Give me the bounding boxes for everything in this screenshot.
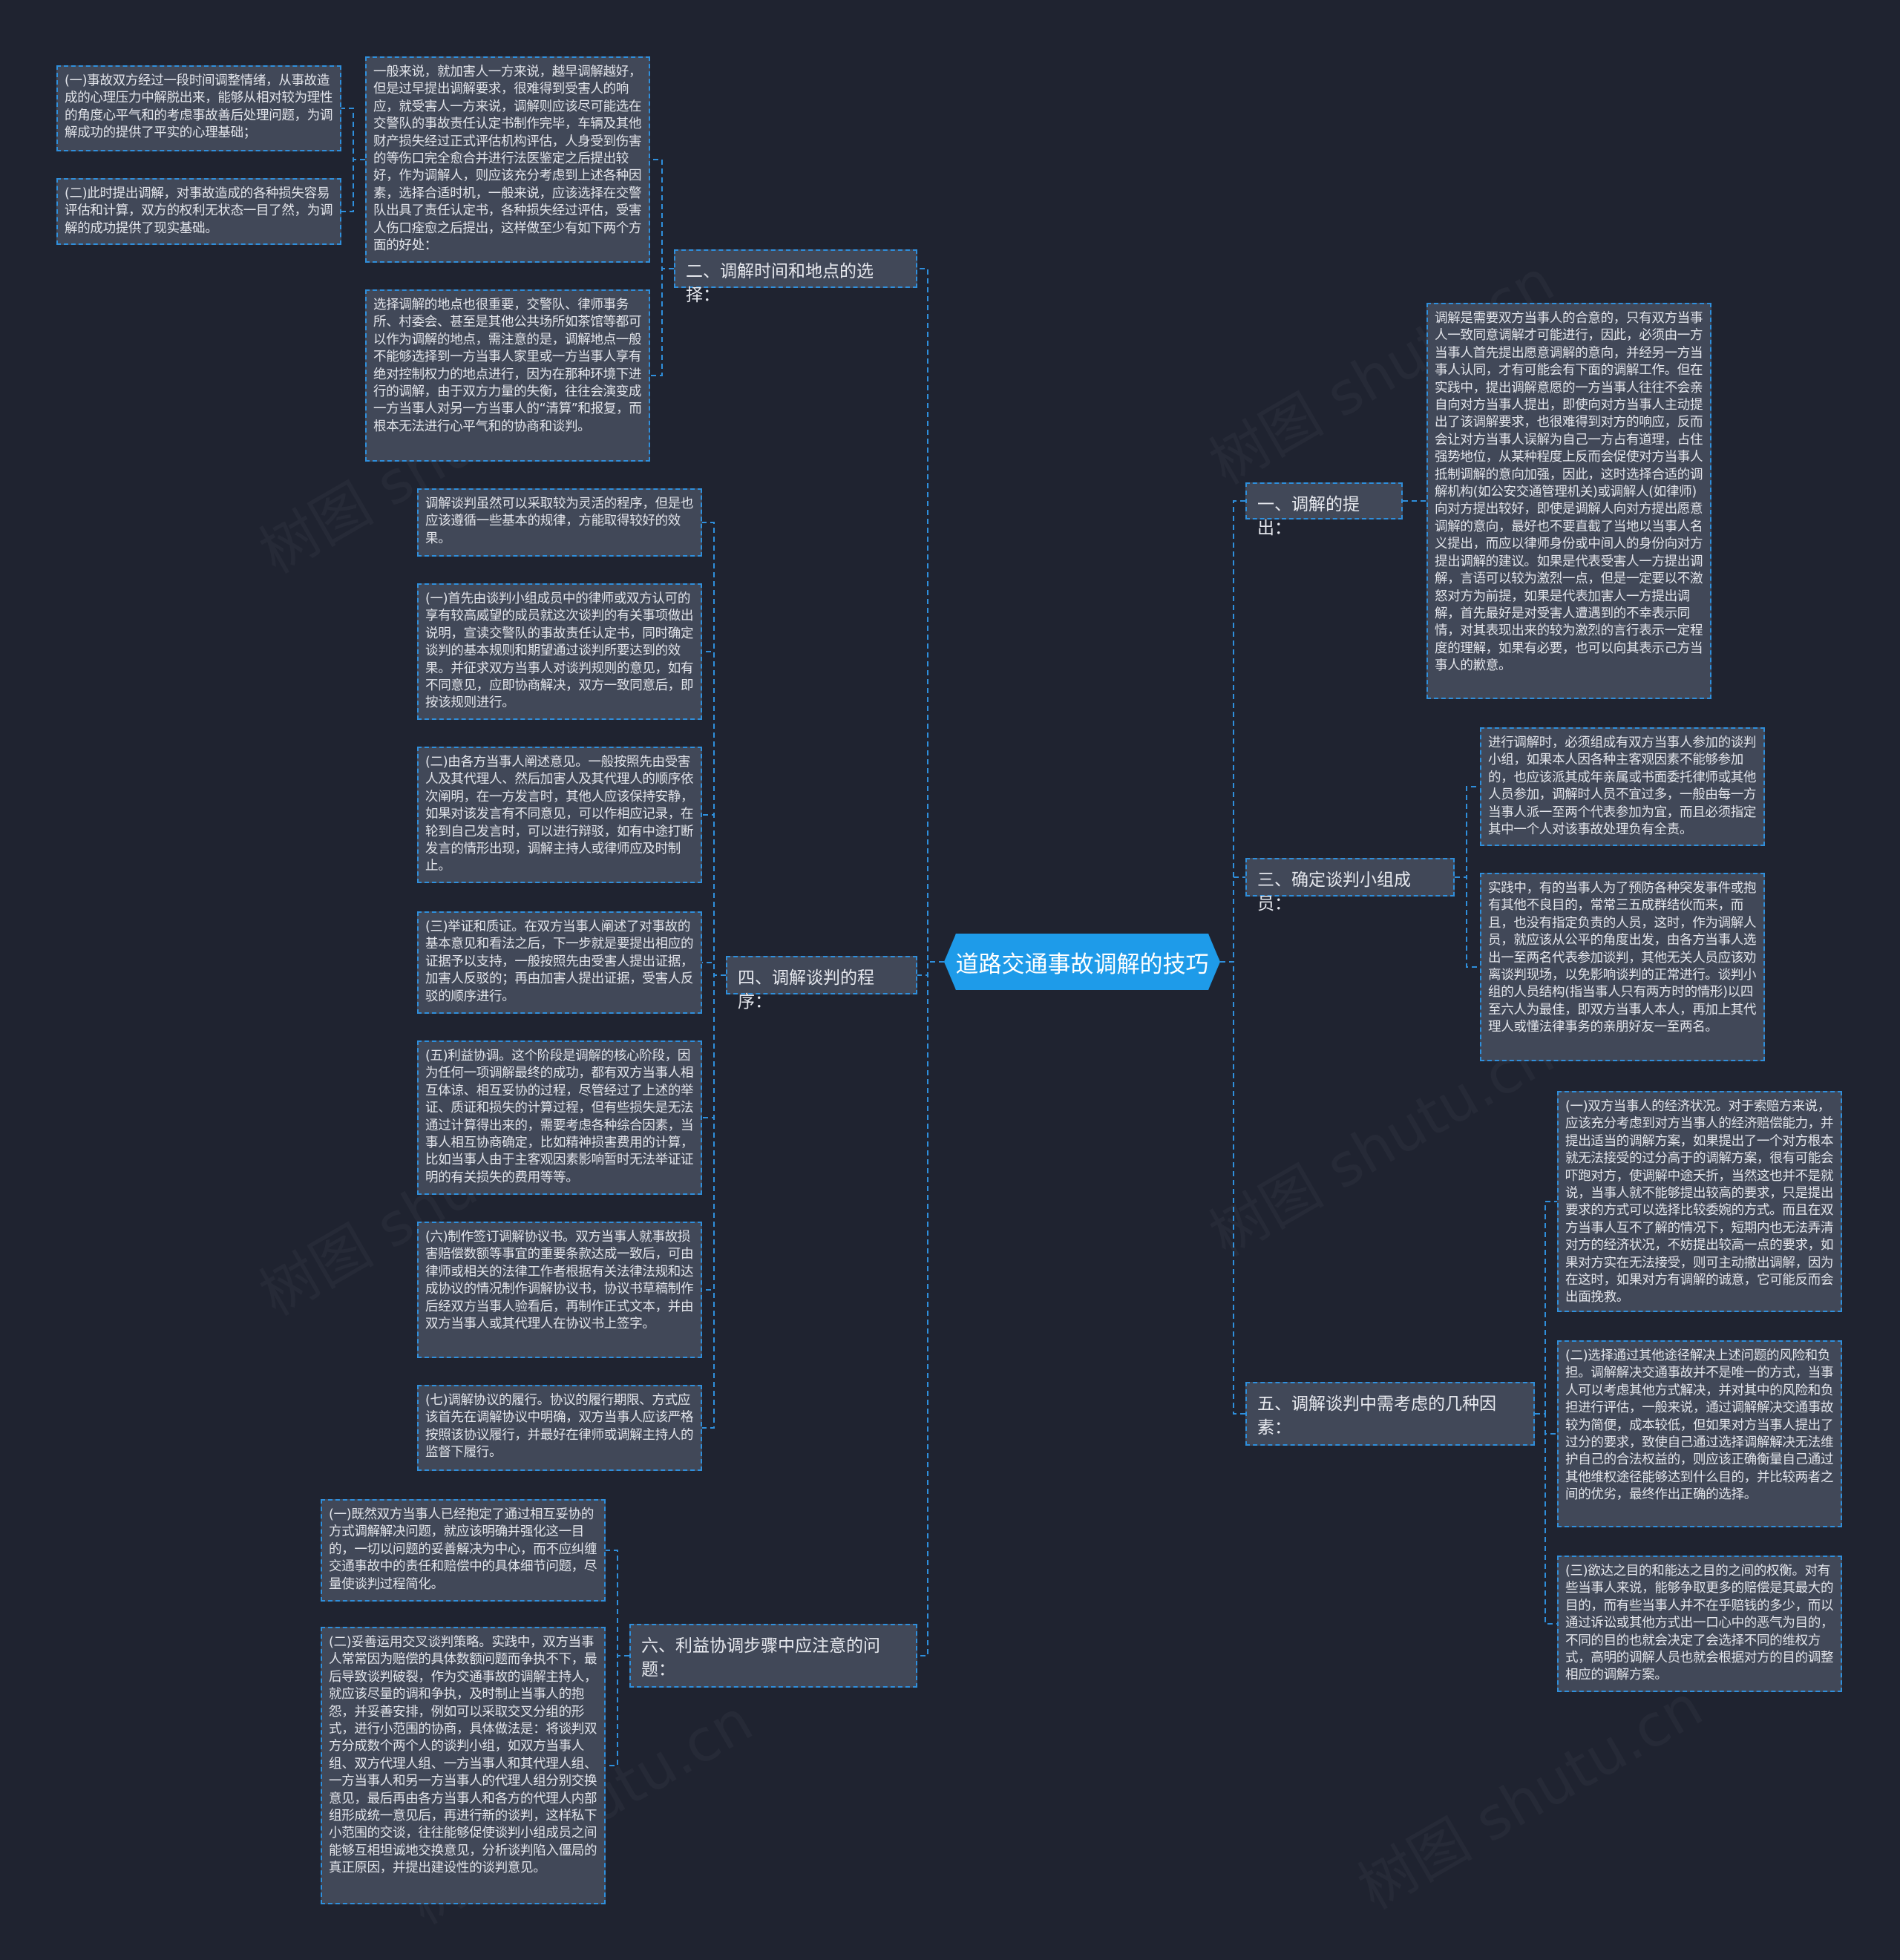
leaf-note-1: (一)既然双方当事人已经抱定了通过相互妥协的方式调解解决问题，就应该明确并强化这… [321,1499,606,1602]
root-left-connector [917,961,944,976]
leaf-location-text: 选择调解的地点也很重要，交警队、律师事务所、村委会、甚至是其他公共场所如茶馆等都… [365,289,650,462]
branch-connector [1535,1201,1557,1415]
branch-connector [702,651,726,976]
branch-connector [1535,1413,1557,1625]
leaf-connector [341,159,365,212]
root-topic[interactable]: 道路交通事故调解的技巧 [944,934,1220,990]
branch-connector [1455,876,1480,968]
leaf-procedure-intro: 调解谈判虽然可以采取较为灵活的程序，但是也应该遵循一些基本的规律，方能取得较好的… [417,488,702,557]
root-left-connector [917,961,944,1656]
branch-proposal[interactable]: 一、调解的提出： [1245,482,1403,538]
leaf-procedure-step-5: (五)利益协调。这个阶段是调解的核心阶段，因为任何一项调解最终的成功，都有双方当… [417,1040,702,1195]
branch-factors[interactable]: 五、调解谈判中需考虑的几种因素： [1245,1382,1535,1446]
leaf-note-2: (二)妥善运用交叉谈判策略。实践中，双方当事人常常因为赔偿的具体数额问题而争执不… [321,1627,606,1904]
leaf-factor-1: (一)双方当事人的经济状况。对于索赔方来说，应该充分考虑到对方当事人的经济赔偿能… [1557,1091,1842,1312]
branch-time-place[interactable]: 二、调解时间和地点的选择： [674,249,917,305]
branch-connector [1455,786,1480,878]
leaf-procedure-step-6: (六)制作签订调解协议书。双方当事人就事故损害赔偿数额等事宜的重要条款达成一致后… [417,1222,702,1358]
branch-connector [702,522,726,976]
branch-notes[interactable]: 六、利益协调步骤中应注意的问题： [629,1624,917,1688]
leaf-timing-text: 一般来说，就加害人一方来说，越早调解越好，但是过早提出调解要求，很难得到受害人的… [365,56,650,263]
leaf-team-text-2: 实践中，有的当事人为了预防各种突发事件或抱有其他不良目的，常常三五成群结伙而来，… [1480,873,1765,1061]
leaf-factor-2: (二)选择通过其他途径解决上述问题的风险和负担。调解解决交通事故并不是唯一的方式… [1557,1340,1842,1527]
root-left-connector [917,268,944,963]
branch-connector [606,1655,629,1766]
branch-procedure[interactable]: 四、调解谈判的程序： [726,956,917,1012]
branch-team-members[interactable]: 三、确定谈判小组成员： [1245,858,1455,914]
branch-connector [702,974,726,1429]
leaf-proposal-text: 调解是需要双方当事人的合意的，只有双方当事人一致同意调解才可能进行，因此，必须由… [1426,303,1711,699]
leaf-timing-benefit-1: (一)事故双方经过一段时间调整情绪，从事故造成的心理压力中解脱出来，能够从相对较… [56,65,341,151]
branch-connector [650,268,674,376]
branch-connector [606,1550,629,1656]
root-right-connector [1220,876,1245,963]
leaf-connector [341,108,365,160]
branch-connector [702,814,726,976]
leaf-team-text-1: 进行调解时，必须组成有双方当事人参加的谈判小组，如果本人因各种主客观因素不能够参… [1480,727,1765,846]
branch-connector [650,159,674,269]
root-right-connector [1220,500,1245,963]
leaf-procedure-step-3: (三)举证和质证。在双方当事人阐述了对事故的基本意见和看法之后，下一步就是要提出… [417,911,702,1014]
leaf-procedure-step-7: (七)调解协议的履行。协议的履行期限、方式应该首先在调解协议中明确，双方当事人应… [417,1385,702,1471]
leaf-timing-benefit-2: (二)此时提出调解，对事故造成的各种损失容易评估和计算，双方的权利无状态一目了然… [56,178,341,245]
leaf-factor-3: (三)欲达之目的和能达之目的之间的权衡。对有些当事人来说，能够争取更多的赔偿是其… [1557,1556,1842,1692]
leaf-procedure-step-1: (一)首先由谈判小组成员中的律师或双方认可的享有较高威望的成员就这次谈判的有关事… [417,583,702,720]
branch-connector [702,962,726,976]
leaf-procedure-step-2: (二)由各方当事人阐述意见。一般按照先由受害人及其代理人、然后加害人及其代理人的… [417,747,702,883]
